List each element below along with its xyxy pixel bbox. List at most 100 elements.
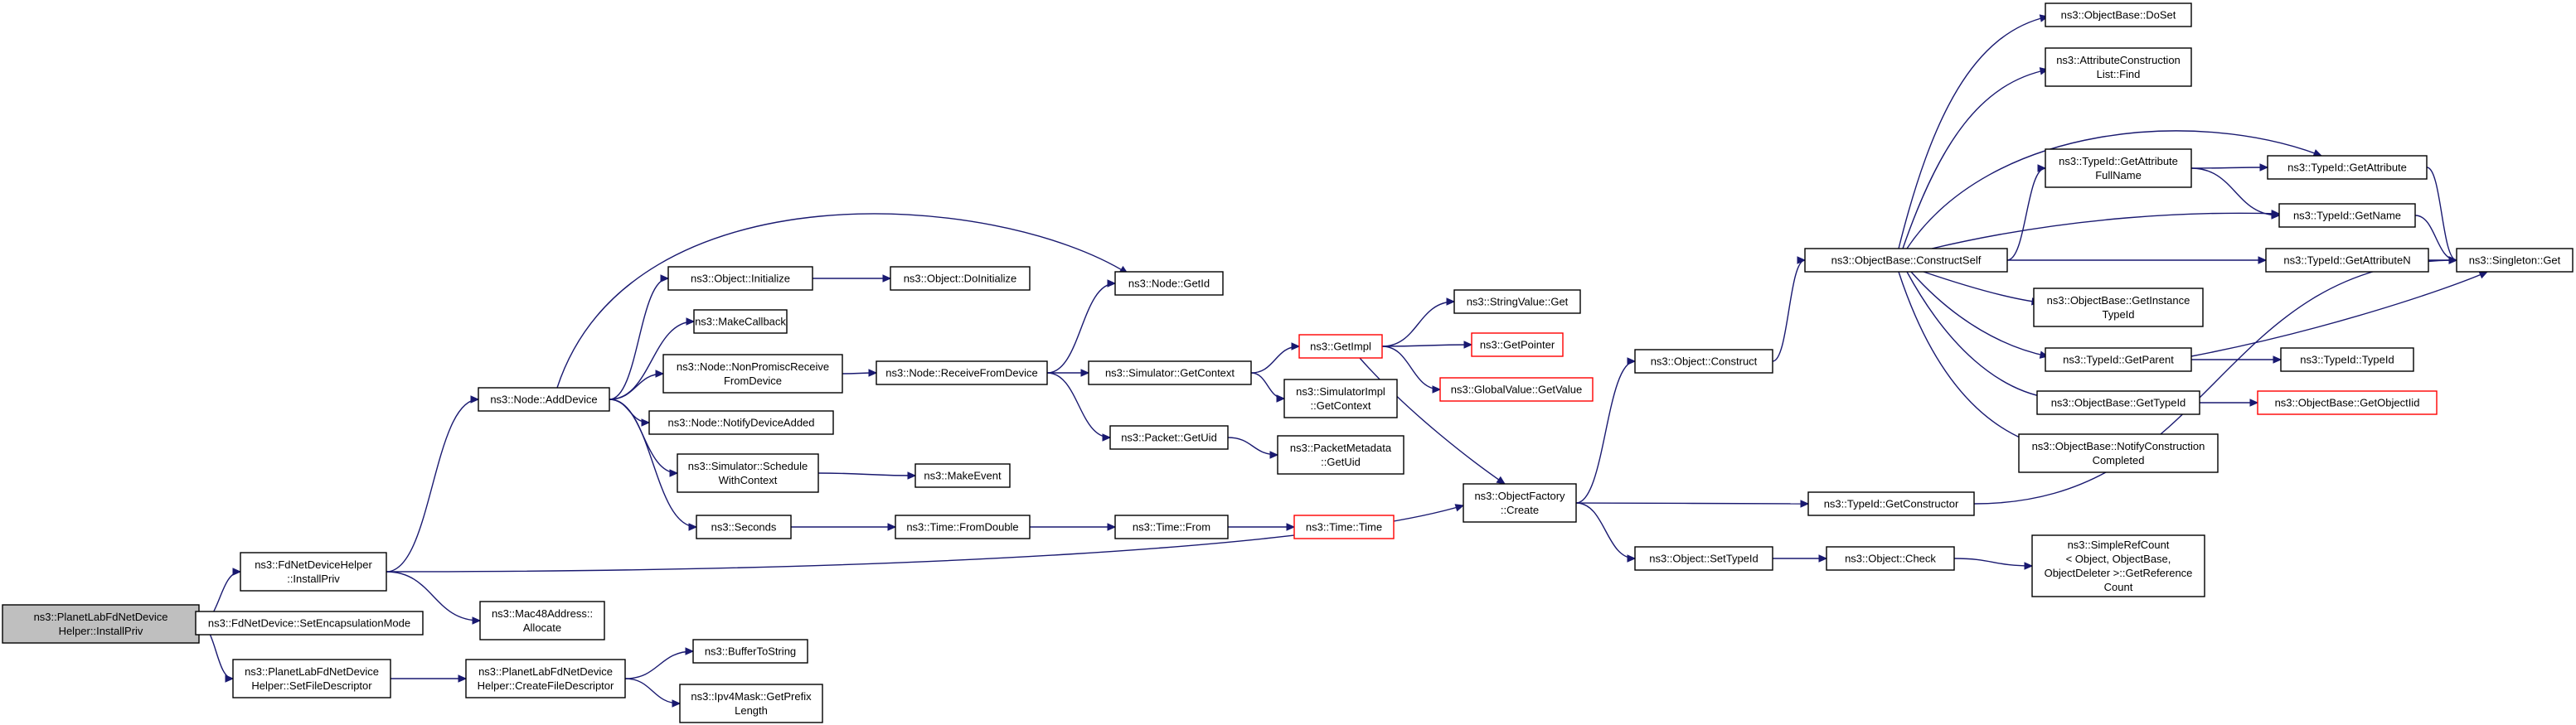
node-mac48[interactable]: ns3::Mac48Address::Allocate — [479, 601, 605, 640]
node-globalvalue_getvalue[interactable]: ns3::GlobalValue::GetValue — [1439, 377, 1594, 402]
node-typeid_getparent[interactable]: ns3::TypeId::GetParent — [2045, 347, 2192, 372]
node-label: ns3::AttributeConstruction — [2056, 54, 2181, 66]
edge-objbase_gettypeid-to-objbase_getobjectiid — [2200, 399, 2259, 407]
node-simimpl_getcontext[interactable]: ns3::SimulatorImpl::GetContext — [1283, 379, 1398, 418]
node-box — [895, 515, 1031, 539]
edge-objbase_constructself-to-typeid_getparent — [1910, 271, 2050, 359]
node-packet_getuid[interactable]: ns3::Packet::GetUid — [1109, 425, 1229, 450]
node-objbase_notifyconstruction[interactable]: ns3::ObjectBase::NotifyConstructionCompl… — [2018, 433, 2219, 473]
node-label: ::GetContext — [1311, 399, 1371, 412]
node-label: ns3::PlanetLabFdNetDevice — [34, 611, 168, 623]
node-objbase_doset[interactable]: ns3::ObjectBase::DoSet — [2045, 2, 2192, 27]
node-box — [1293, 515, 1395, 539]
node-obj_construct[interactable]: ns3::Object::Construct — [1634, 349, 1773, 374]
edge-obj_settypeid-to-obj_check — [1772, 554, 1828, 563]
node-typeid_getattribute[interactable]: ns3::TypeId::GetAttribute — [2267, 155, 2428, 180]
node-createfd[interactable]: ns3::PlanetLabFdNetDeviceHelper::CreateF… — [465, 659, 626, 698]
node-typeid_typeid[interactable]: ns3::TypeId::TypeId — [2280, 347, 2414, 372]
node-label: ns3::Seconds — [711, 521, 777, 534]
node-label: ns3::ObjectBase::GetTypeId — [2051, 397, 2186, 409]
node-label: ns3::StringValue::Get — [1467, 296, 1569, 308]
node-box — [1114, 271, 1224, 296]
node-root[interactable]: ns3::PlanetLabFdNetDeviceHelper::Install… — [2, 604, 200, 644]
node-box — [1298, 334, 1383, 359]
node-typeid_getattributen[interactable]: ns3::TypeId::GetAttributeN — [2265, 248, 2429, 273]
node-stringvalue_get[interactable]: ns3::StringValue::Get — [1453, 289, 1581, 314]
node-objbase_gettypeid[interactable]: ns3::ObjectBase::GetTypeId — [2036, 390, 2200, 415]
node-label: ns3::ObjectBase::GetInstance — [2047, 294, 2190, 307]
edge-createfd-to-ipv4mask — [624, 678, 682, 708]
node-singleton_get[interactable]: ns3::Singleton::Get — [2456, 248, 2574, 273]
node-typeid_getname[interactable]: ns3::TypeId::GetName — [2278, 203, 2416, 228]
node-box — [1109, 425, 1229, 450]
node-makecallback[interactable]: ns3::MakeCallback — [693, 309, 788, 334]
node-fd_installpriv[interactable]: ns3::FdNetDeviceHelper::InstallPriv — [240, 552, 387, 592]
edge-time_fromdouble-to-time_from — [1030, 523, 1117, 531]
node-label: ns3::Time::FromDouble — [906, 521, 1018, 534]
node-box — [914, 463, 1011, 488]
node-time_time[interactable]: ns3::Time::Time — [1293, 515, 1395, 539]
node-obj_settypeid[interactable]: ns3::Object::SetTypeId — [1634, 546, 1773, 571]
node-box — [479, 601, 605, 640]
node-getpointer[interactable]: ns3::GetPointer — [1471, 332, 1564, 357]
node-simplerefcount[interactable]: ns3::SimpleRefCount< Object, ObjectBase,… — [2031, 534, 2205, 597]
node-label: ns3::Object::SetTypeId — [1649, 553, 1759, 565]
node-receivefromdevice[interactable]: ns3::Node::ReceiveFromDevice — [876, 360, 1048, 385]
node-obj_init[interactable]: ns3::Object::Initialize — [667, 266, 813, 291]
node-node_getid[interactable]: ns3::Node::GetId — [1114, 271, 1224, 296]
node-seconds[interactable]: ns3::Seconds — [696, 515, 792, 539]
node-label: ns3::Singleton::Get — [2469, 254, 2561, 267]
node-label: ns3::Simulator::GetContext — [1105, 367, 1235, 379]
edge-obj_construct-to-objbase_constructself — [1772, 256, 1807, 362]
node-packetmeta_getuid[interactable]: ns3::PacketMetadata::GetUid — [1277, 435, 1404, 475]
node-box — [890, 266, 1031, 291]
node-box — [2045, 148, 2192, 188]
edge-objfactory_create-to-obj_construct — [1575, 357, 1637, 504]
edge-getimpl-to-getpointer — [1381, 341, 1473, 349]
node-objfactory_create[interactable]: ns3::ObjectFactory::Create — [1463, 483, 1577, 523]
node-box — [692, 639, 808, 664]
node-label: ns3::ObjectBase::GetObjectIid — [2275, 397, 2420, 409]
node-label: Helper::CreateFileDescriptor — [478, 679, 614, 692]
node-adddevice[interactable]: ns3::Node::AddDevice — [478, 387, 610, 412]
edge-obj_check-to-simplerefcount — [1953, 558, 2034, 570]
node-objbase_constructself[interactable]: ns3::ObjectBase::ConstructSelf — [1804, 248, 2008, 273]
node-obj_doinit[interactable]: ns3::Object::DoInitialize — [890, 266, 1031, 291]
node-box — [1471, 332, 1564, 357]
node-sim_getcontext[interactable]: ns3::Simulator::GetContext — [1088, 360, 1252, 385]
node-getimpl[interactable]: ns3::GetImpl — [1298, 334, 1383, 359]
node-box — [2045, 347, 2192, 372]
edge-fd_installpriv-to-adddevice — [386, 395, 480, 573]
node-label: ns3::TypeId::GetParent — [2063, 354, 2174, 366]
node-label: ns3::TypeId::GetAttributeN — [2283, 254, 2410, 267]
node-makeevent[interactable]: ns3::MakeEvent — [914, 463, 1011, 488]
node-box — [2265, 248, 2429, 273]
edge-receivefromdevice-to-packet_getuid — [1046, 372, 1112, 442]
node-label: FromDevice — [724, 375, 782, 387]
node-time_from[interactable]: ns3::Time::From — [1114, 515, 1229, 539]
node-time_fromdouble[interactable]: ns3::Time::FromDouble — [895, 515, 1031, 539]
node-box — [240, 552, 387, 592]
node-setfiledesc[interactable]: ns3::PlanetLabFdNetDeviceHelper::SetFile… — [232, 659, 391, 698]
node-buffertostring[interactable]: ns3::BufferToString — [692, 639, 808, 664]
node-box — [1277, 435, 1404, 475]
node-box — [677, 453, 819, 493]
node-label: ns3::GetPointer — [1480, 339, 1555, 351]
node-box — [1453, 289, 1581, 314]
edge-objbase_constructself-to-objbase_gettypeid — [1906, 271, 2050, 401]
edge-nonpromisc-to-receivefromdevice — [842, 369, 878, 377]
node-notifydev[interactable]: ns3::Node::NotifyDeviceAdded — [648, 410, 834, 435]
node-obj_check[interactable]: ns3::Object::Check — [1826, 546, 1955, 571]
node-box — [667, 266, 813, 291]
node-setencap[interactable]: ns3::FdNetDevice::SetEncapsulationMode — [195, 611, 424, 636]
node-typeid_getconstructor[interactable]: ns3::TypeId::GetConstructor — [1807, 491, 1975, 516]
node-objbase_getobjectiid[interactable]: ns3::ObjectBase::GetObjectIid — [2257, 390, 2438, 415]
node-box — [232, 659, 391, 698]
